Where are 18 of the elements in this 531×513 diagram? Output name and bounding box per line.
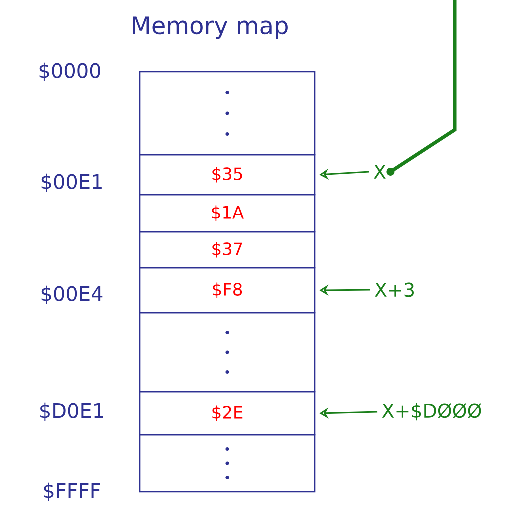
memory-cell: $1A [139, 194, 316, 233]
pointer-label: X+3 [375, 282, 414, 298]
empty-memory-cell [139, 71, 316, 156]
memory-cell: $35 [139, 154, 316, 196]
empty-memory-cell [139, 434, 316, 493]
address-label: $00E4 [42, 286, 103, 304]
pointer-label: X [374, 165, 386, 179]
title: Memory map [133, 16, 288, 40]
pointer-line [386, 0, 457, 176]
memory-cell: $37 [139, 231, 316, 269]
address-label: $FFFF [44, 482, 100, 502]
address-label: $D0E1 [40, 402, 104, 422]
address-label: $0000 [40, 62, 100, 82]
empty-memory-cell [139, 312, 316, 393]
memory-cell: $2E [139, 391, 316, 436]
pointer-label: X+$DØØØ [382, 403, 482, 421]
address-label: $00E1 [42, 174, 102, 192]
memory-cell: $F8 [139, 267, 316, 314]
